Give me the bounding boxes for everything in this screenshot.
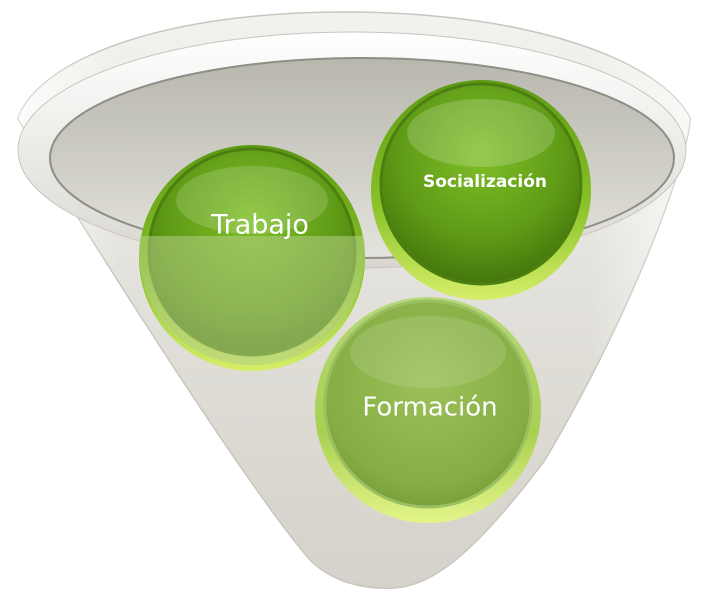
label-trabajo: Trabajo — [210, 210, 309, 241]
circle-formacion: Formación — [315, 297, 541, 523]
label-formacion: Formación — [362, 393, 497, 423]
label-socializacion: Socialización — [423, 172, 547, 192]
circle-socializacion: Socialización — [371, 80, 591, 300]
